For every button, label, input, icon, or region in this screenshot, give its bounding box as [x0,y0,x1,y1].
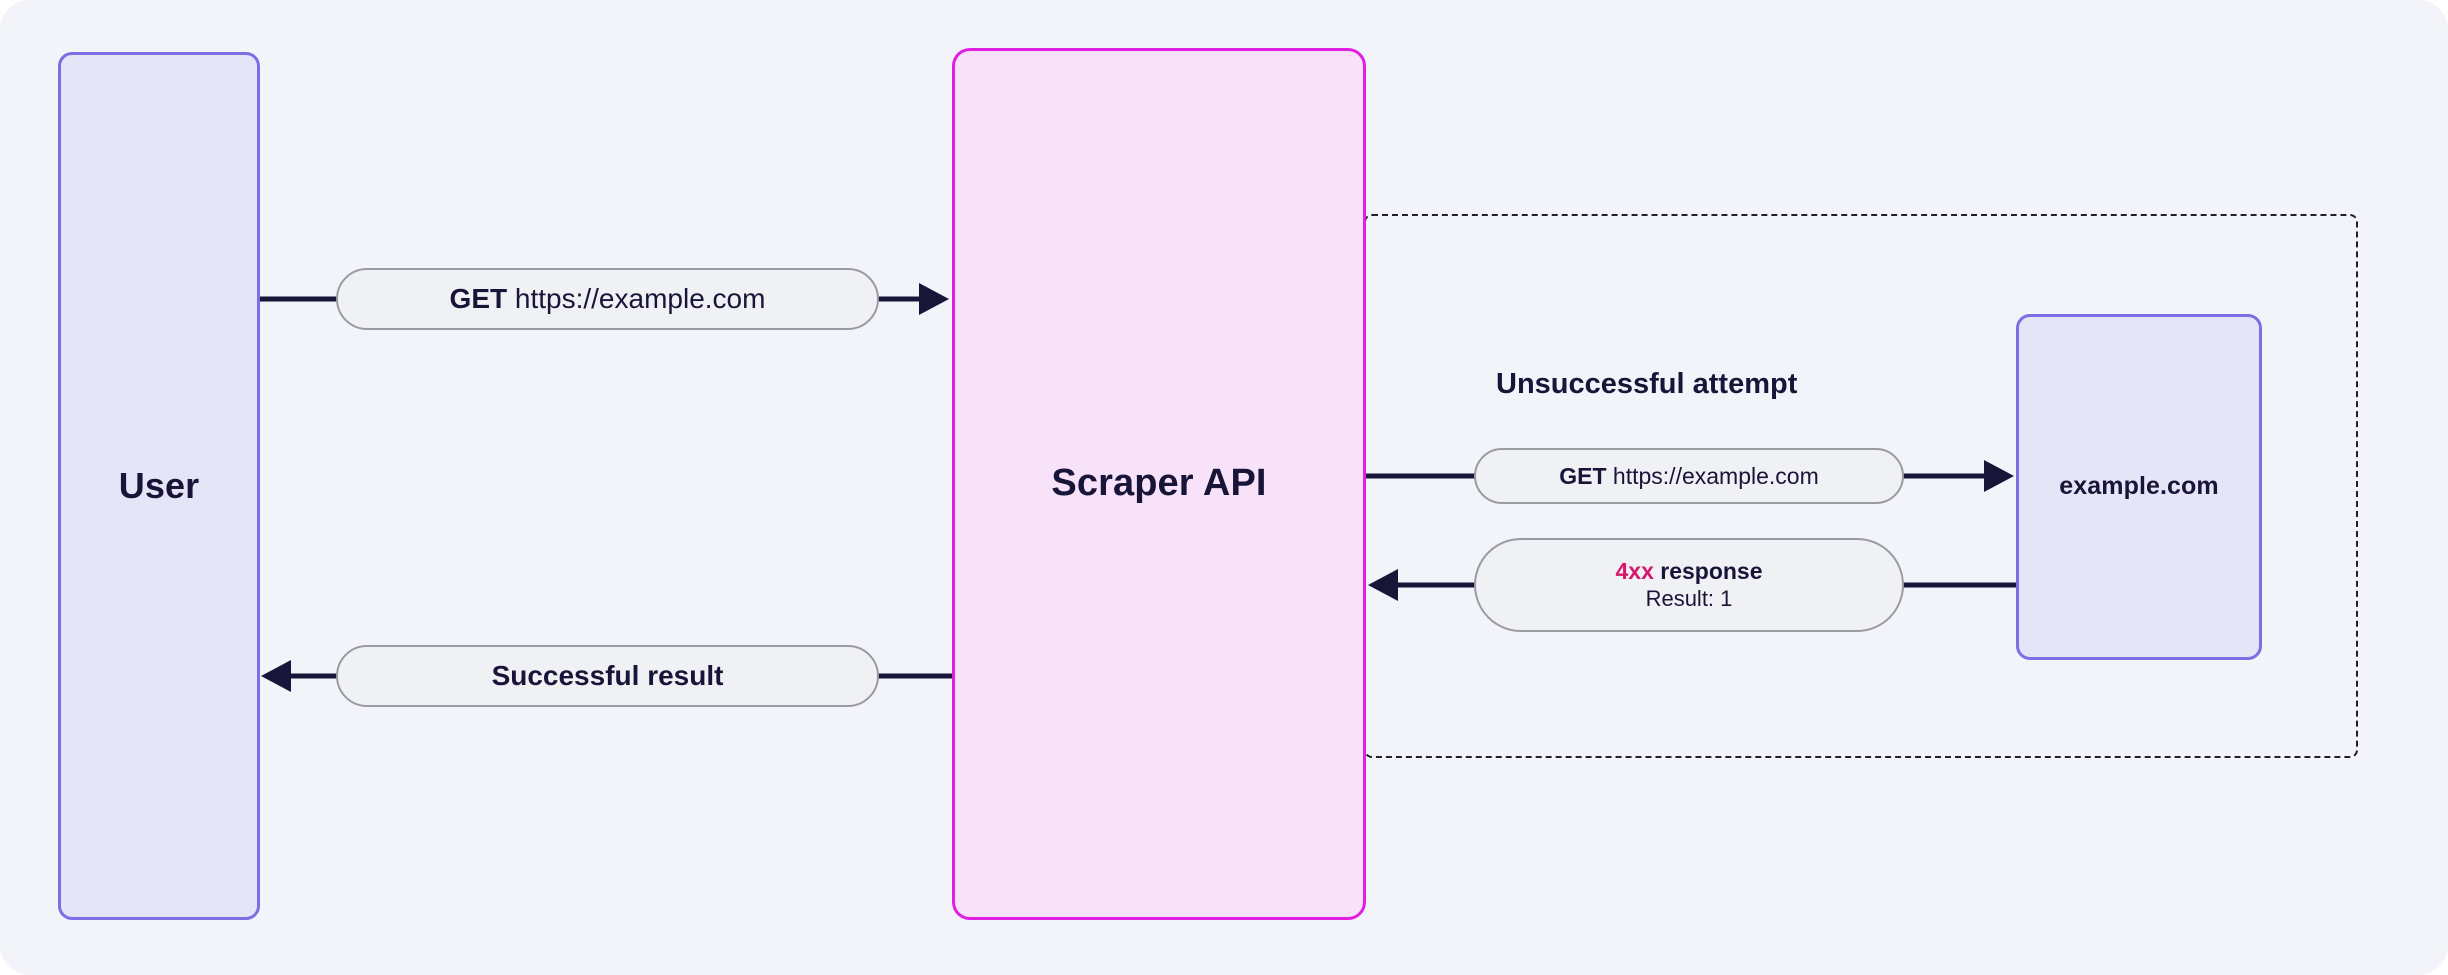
pill-error-response[interactable]: 4xx response Result: 1 [1474,538,1904,632]
pill-successful-result[interactable]: Successful result [336,645,879,707]
pill-error-response-title: 4xx response [1615,558,1762,584]
pill-error-response-detail: Result: 1 [1645,586,1733,612]
status-code-badge: 4xx [1615,557,1654,584]
pill-successful-result-text: Successful result [491,659,724,691]
arrowhead-left-to-scraper [1368,569,1398,601]
pill-request-from-user-text: GET https://example.com [450,283,766,315]
node-user[interactable]: User [58,52,260,920]
pill-request-from-user[interactable]: GET https://example.com [336,268,879,330]
http-url-label-site: https://example.com [1612,462,1819,489]
arrowhead-right-to-scraper [919,283,949,315]
label-unsuccessful-attempt: Unsuccessful attempt [1496,368,1798,400]
status-code-word: response [1653,557,1763,584]
http-method-label: GET [449,282,508,314]
node-user-label: User [118,465,200,507]
node-example-com-label: example.com [2059,472,2219,501]
pill-request-to-site-text: GET https://example.com [1559,463,1818,489]
node-scraper-api[interactable]: Scraper API [952,48,1366,920]
node-example-com[interactable]: example.com [2016,314,2262,660]
http-url-label: https://example.com [514,282,766,314]
node-scraper-api-label: Scraper API [1051,462,1267,505]
http-method-label-site: GET [1559,462,1607,489]
arrowhead-left-to-user [261,660,291,692]
pill-request-to-site[interactable]: GET https://example.com [1474,448,1904,504]
arrowhead-right-to-site [1984,460,2014,492]
